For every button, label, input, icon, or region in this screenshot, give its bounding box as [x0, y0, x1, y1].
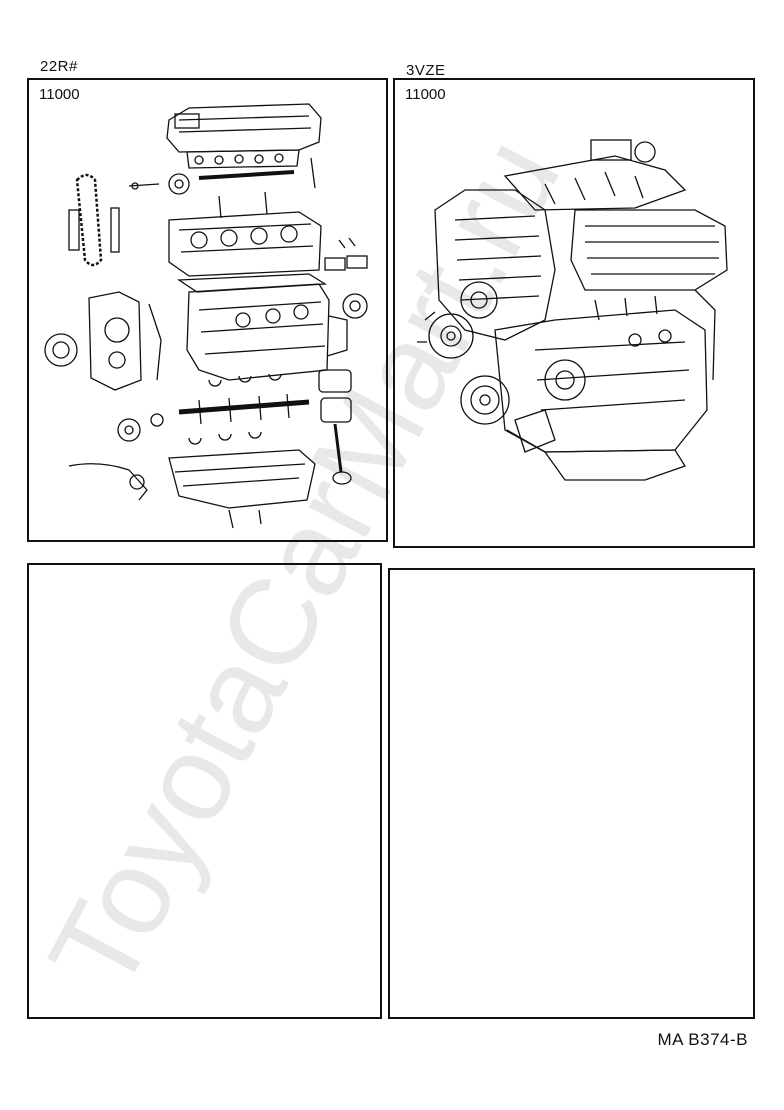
panel-empty-bottom-right — [388, 568, 755, 1019]
panel-22r-engine: 11000 — [27, 78, 388, 542]
footer-code: MA B374-B — [657, 1030, 748, 1049]
panel-3vze-engine: 11000 — [393, 78, 755, 548]
panel-empty-bottom-left — [27, 563, 382, 1019]
panel-2-model-label: 3VZE — [406, 62, 446, 79]
panel-2-part-code: 11000 — [405, 86, 446, 103]
panel-1-model-label: 22R# — [40, 58, 78, 75]
exploded-engine-diagram — [44, 103, 368, 529]
panel-1-part-code: 11000 — [39, 86, 80, 103]
assembled-v6-engine-illustration — [417, 139, 728, 481]
